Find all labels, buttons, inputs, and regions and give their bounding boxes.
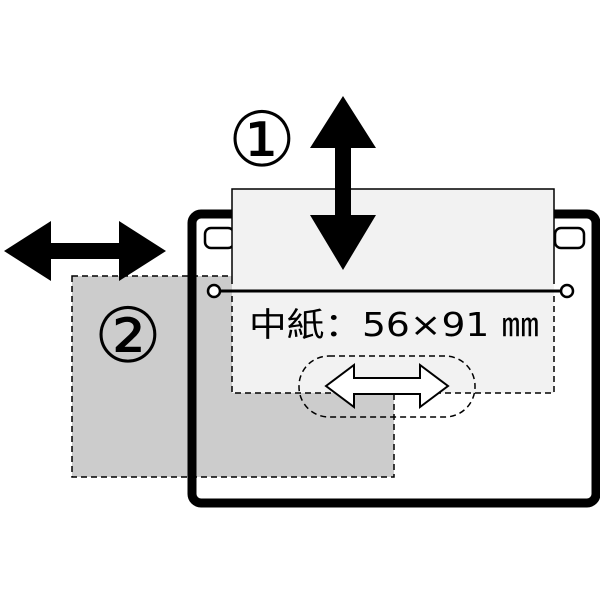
double-arrow-vertical-icon: [310, 96, 376, 270]
opening-right-dot: [559, 283, 575, 299]
double-arrow-horizontal-icon: [4, 221, 166, 281]
light-insert-card-top-edge: [231, 188, 555, 284]
step-1-label: ①: [228, 95, 296, 184]
step-2-label: ②: [94, 291, 162, 380]
opening-left-dot: [206, 283, 222, 299]
slide-capsule: [298, 355, 476, 418]
holder-slot-right: [553, 226, 586, 250]
insert-size-label: 中紙：56×91 ㎜: [249, 305, 539, 344]
holder-slot-left: [203, 226, 236, 250]
double-arrow-horizontal-outline-icon: [324, 363, 450, 409]
